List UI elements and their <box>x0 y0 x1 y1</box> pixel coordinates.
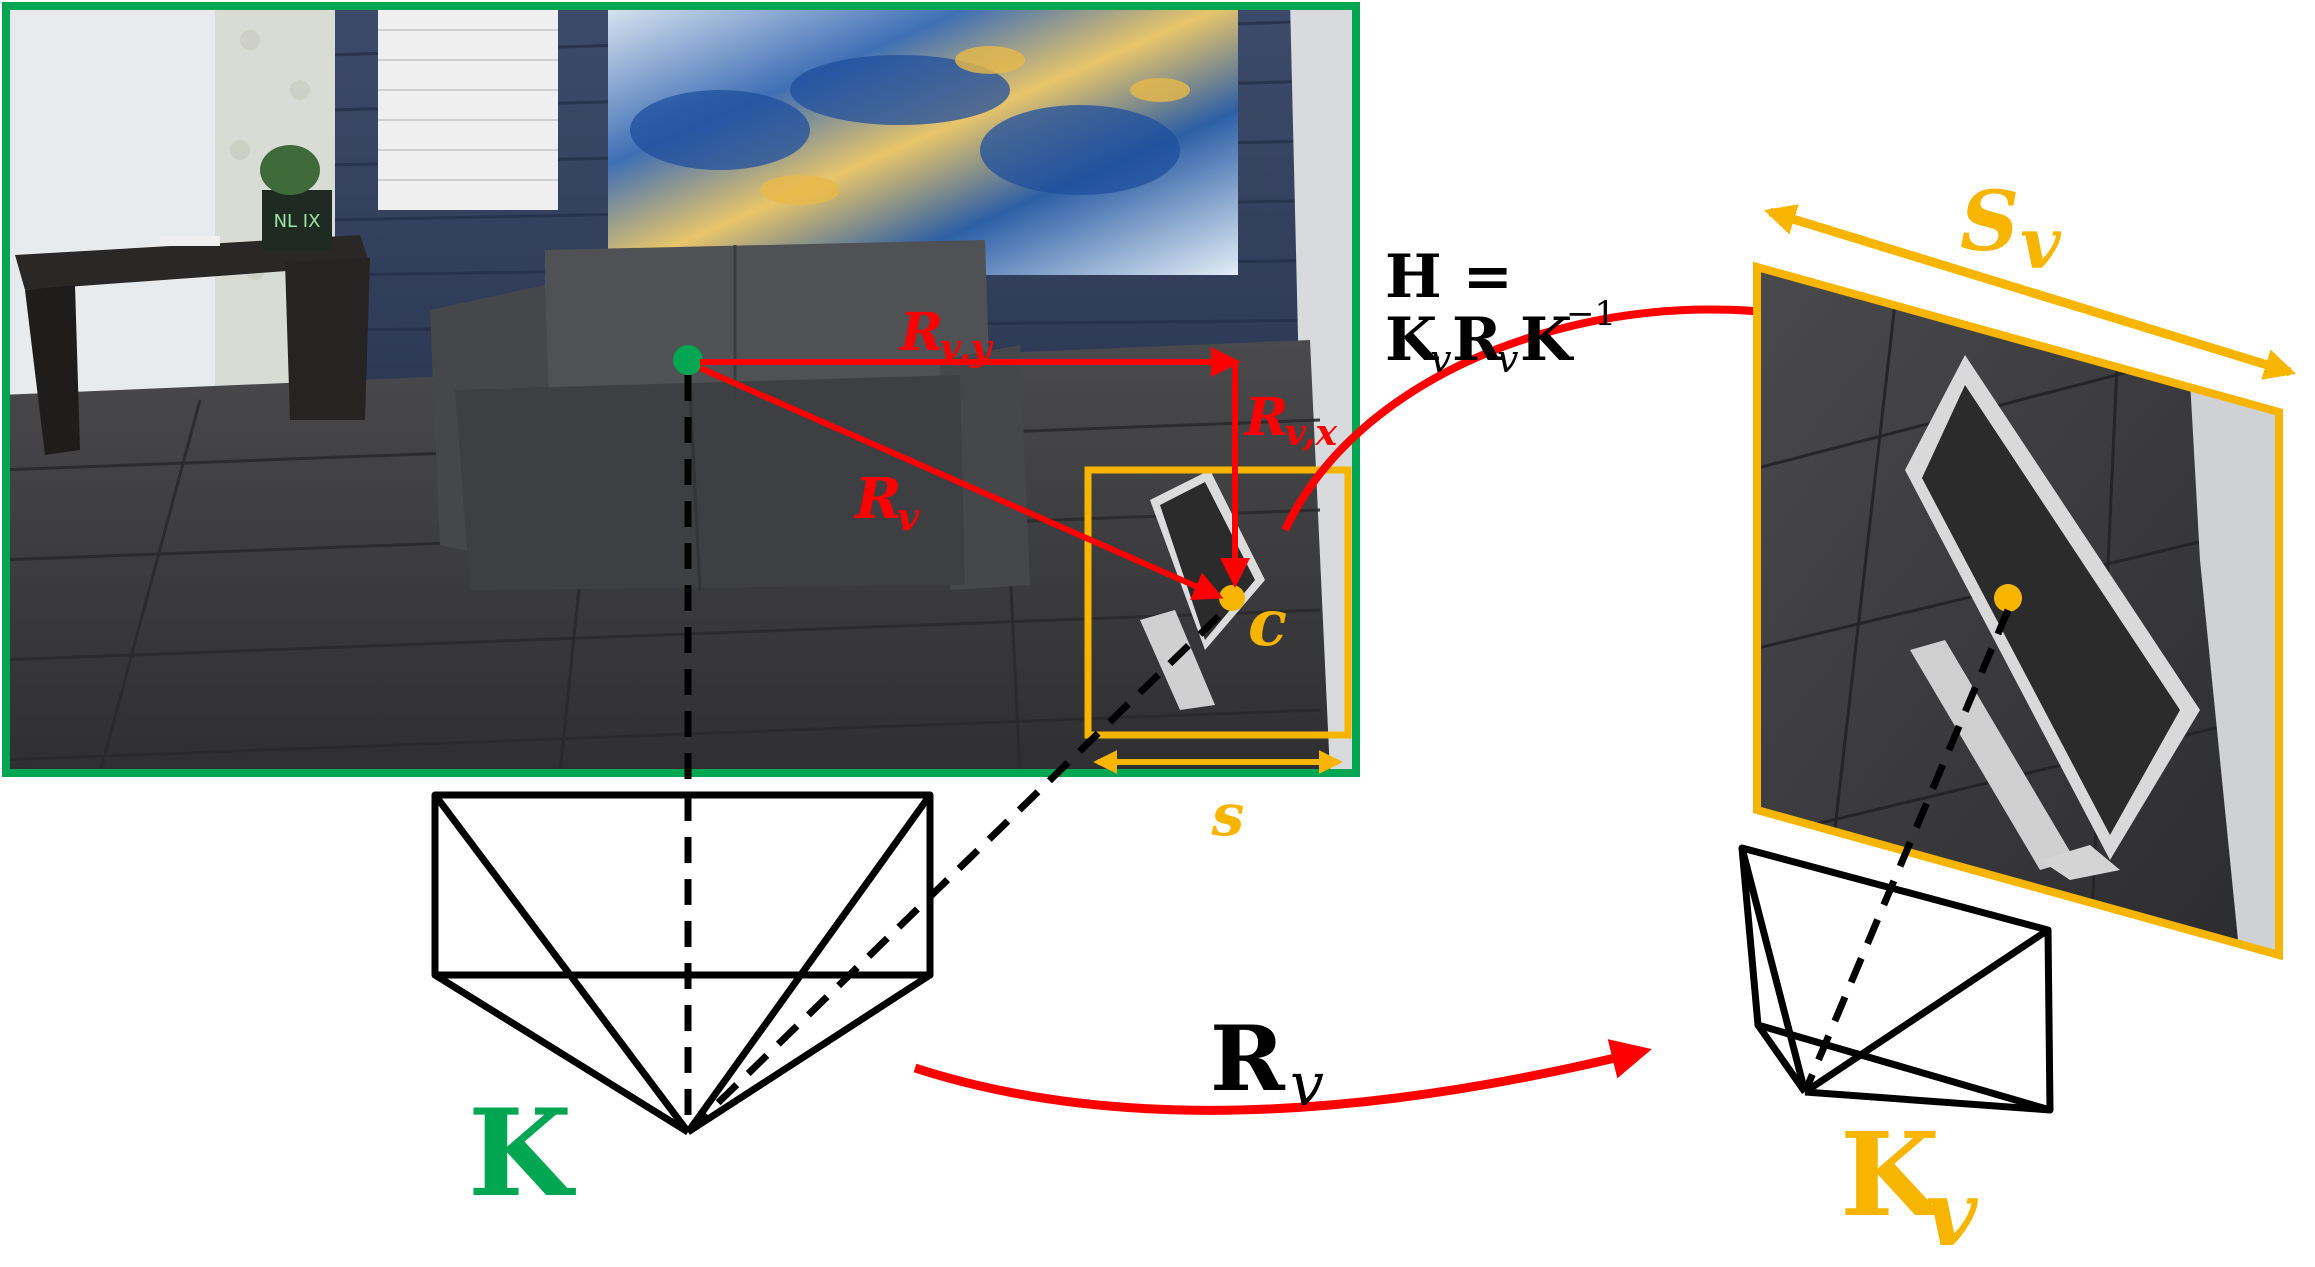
svg-text:v: v <box>1430 337 1452 381</box>
svg-text:v: v <box>897 494 920 539</box>
crop-box <box>1084 466 1352 739</box>
svg-text:K: K <box>1840 1108 1944 1243</box>
svg-text:NL IX: NL IX <box>274 211 321 232</box>
crop-center-point <box>1219 585 1245 611</box>
sv-label: S v <box>1960 174 2062 285</box>
svg-text:K: K <box>1520 305 1574 375</box>
plant-box: NL IX <box>260 145 332 250</box>
svg-text:v: v <box>1925 1161 1979 1267</box>
svg-text:R: R <box>1210 1006 1286 1112</box>
svg-text:R: R <box>1243 387 1288 448</box>
svg-text:R: R <box>898 302 943 363</box>
virtual-crop-image <box>1757 267 2279 955</box>
principal-point <box>673 345 703 375</box>
svg-text:R: R <box>1452 305 1503 375</box>
optical-axis-kv <box>1801 608 2012 1094</box>
svg-text:K: K <box>1385 305 1439 375</box>
scene-border <box>2 2 1360 777</box>
svg-text:−1: −1 <box>1566 294 1616 334</box>
sofa <box>430 240 1030 591</box>
rvy-label: R v,y <box>898 302 994 369</box>
c-label: c <box>1248 586 1287 661</box>
rvx-label: R v,x <box>1243 387 1338 454</box>
virtual-camera-frustum-icon <box>1738 844 2054 1114</box>
svg-text:R: R <box>853 466 902 532</box>
virtual-center-point <box>1994 584 2022 612</box>
homography-label: H = K v R v K −1 <box>1385 242 1616 381</box>
svg-text:v: v <box>2020 202 2062 285</box>
kv-label: K v <box>1840 1108 1979 1267</box>
svg-text:S: S <box>1960 174 2019 270</box>
scene-image: NL IX <box>6 6 1356 773</box>
svg-text:v: v <box>1290 1050 1324 1120</box>
rotation-arrow <box>913 1039 1652 1115</box>
svg-text:v,x: v,x <box>1285 412 1338 454</box>
camera-frustum-icon <box>431 791 934 1135</box>
rv-label: R v <box>853 466 920 539</box>
rotation-label: R v <box>1210 1006 1324 1120</box>
k-label: K <box>468 1083 576 1224</box>
rv-arrow <box>698 365 1224 601</box>
s-label: s <box>1211 781 1245 849</box>
svg-text:H =: H = <box>1385 242 1513 312</box>
svg-text:v,y: v,y <box>940 327 994 369</box>
sv-arrow <box>1763 204 2297 380</box>
svg-text:v: v <box>1497 337 1519 381</box>
